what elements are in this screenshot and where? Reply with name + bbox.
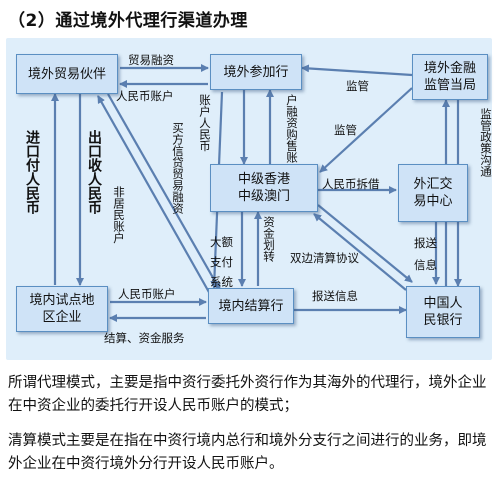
label-import-pay: 进口付人民币 (24, 130, 40, 214)
label-non-resident-account: 非居民账户 (112, 186, 126, 244)
label-border-agreement: 双边清算协议 (290, 251, 359, 265)
label-finance-sell-buy: 户融资购售账 (285, 94, 299, 163)
label-settlement-services: 结算、资金服务 (104, 331, 185, 345)
arrow-regulator-hk (319, 87, 413, 173)
label-report-info-right: 报送信息 (414, 236, 437, 272)
label-rmb-account-bottom: 人民币账户 (118, 287, 176, 301)
node-domestic-settlement: 境内结算行 (208, 288, 294, 324)
paragraph-clearing-mode: 清算模式主要是在指在中资行境内总行和境外分支行之间进行的业务，即境外企业在中资行… (8, 433, 487, 472)
label-supervision-policy: 监管政策沟通 (479, 108, 493, 177)
node-fx-center: 外汇交易中心 (398, 164, 468, 222)
label-report-info-bottom: 报送信息 (312, 289, 358, 303)
arrow-pboc-hk (313, 213, 407, 291)
node-overseas-regulator: 境外金融监管当局 (412, 54, 488, 100)
label-fund-transfer: 资金划转 (262, 216, 276, 262)
label-trade-finance-credit: 买方信贷贸易融资 (171, 122, 185, 214)
paragraph-agency-mode: 所谓代理模式，主要是指中资行委托外资行作为其海外的代理行，境外企业在中资企业的委… (8, 375, 487, 414)
label-rmb-account-top: 人民币账户 (116, 89, 174, 103)
node-domestic-enterprise: 境内试点地区企业 (16, 286, 108, 332)
node-hk-macau: 中级香港中级澳门 (210, 164, 318, 212)
arrow-hk-pboc (317, 204, 413, 283)
label-account-rmb: 账户人民币 (198, 94, 212, 152)
node-overseas-participant: 境外参加行 (210, 54, 302, 90)
label-export-receive: 出口收人民币 (86, 130, 102, 214)
arrow-regulator-participant (301, 64, 413, 77)
node-overseas-partner: 境外贸易伙伴 (16, 54, 118, 94)
label-large-payment: 大额支付系统 (210, 235, 233, 289)
arrow-settlement-partner (97, 95, 211, 295)
label-trade-finance-top: 贸易融资 (128, 53, 174, 67)
node-pboc: 中国人民银行 (406, 286, 480, 338)
label-rmb-lending: 人民币拆借 (322, 177, 380, 191)
label-supervision-1: 监管 (346, 79, 369, 93)
label-supervision-2: 监管 (334, 123, 357, 137)
page-title: （2）通过境外代理行渠道办理 (8, 11, 248, 31)
arrow-partner-settlement (107, 93, 221, 291)
